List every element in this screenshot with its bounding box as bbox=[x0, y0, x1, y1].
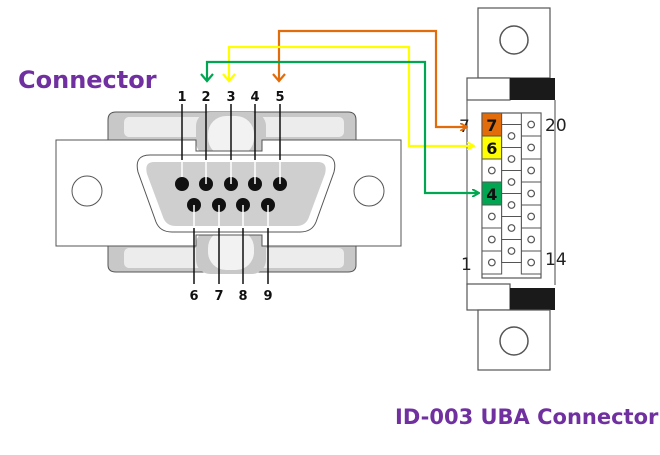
db9-mount-hole-right bbox=[353, 175, 385, 207]
db9-mount-hole-left bbox=[71, 175, 103, 207]
db9-face bbox=[146, 162, 326, 226]
uba-pin-hole bbox=[507, 155, 516, 163]
db9-pin-label-9: 9 bbox=[263, 289, 272, 304]
db9-pin-label-5: 5 bbox=[275, 90, 284, 105]
uba-cell-left-6 bbox=[481, 250, 503, 275]
db9-pin-label-1: 1 bbox=[177, 90, 186, 105]
uba-pin-hole bbox=[487, 212, 496, 221]
uba-cell-mid-5 bbox=[501, 239, 522, 263]
uba-latch-top-black bbox=[510, 78, 555, 100]
db9-pin-label-4: 4 bbox=[250, 90, 259, 105]
db9-pin-1 bbox=[175, 177, 189, 191]
wire-pin2-to-pin4 bbox=[205, 60, 478, 193]
wire-pin3-to-pin6 bbox=[227, 45, 473, 146]
uba-tab-bottom-hole bbox=[499, 326, 529, 356]
uba-cell-mid-4 bbox=[501, 216, 522, 240]
uba-pin-hole bbox=[507, 201, 516, 209]
uba-latch-bottom-black bbox=[510, 288, 555, 310]
uba-pin-hole bbox=[507, 132, 516, 140]
uba-pin-hole bbox=[527, 212, 536, 221]
uba-pin-hole bbox=[527, 258, 536, 267]
uba-pin-label-4: 4 bbox=[486, 185, 497, 204]
uba-pin-hole bbox=[487, 258, 496, 267]
uba-label-bottom-right: 14 bbox=[545, 250, 567, 270]
wire-pin2-arrowhead bbox=[200, 73, 214, 83]
connector-title: Connector bbox=[18, 66, 157, 94]
uba-pin-hole bbox=[527, 120, 536, 129]
uba-cell-right-5 bbox=[520, 227, 542, 252]
uba-cell-mid-1 bbox=[501, 147, 522, 171]
uba-cell-right-4 bbox=[520, 204, 542, 229]
uba-cell-right-6 bbox=[520, 250, 542, 275]
uba-pin-label-7: 7 bbox=[486, 116, 497, 135]
uba-latch-bottom-white bbox=[466, 283, 511, 311]
uba-cell-right-1 bbox=[520, 135, 542, 160]
uba-label-top-right: 20 bbox=[545, 116, 567, 136]
uba-tab-top-hole bbox=[499, 25, 529, 55]
db9-pin-label-3: 3 bbox=[226, 90, 235, 105]
uba-pin-hole bbox=[507, 178, 516, 186]
uba-cell-mid-3 bbox=[501, 193, 522, 217]
uba-pin-hole bbox=[527, 143, 536, 152]
wire-pin3-arrowhead bbox=[222, 73, 236, 83]
uba-pin-label-6: 6 bbox=[486, 139, 497, 158]
db9-hood-bottom-inner bbox=[208, 230, 254, 270]
uba-connector-title: ID-003 UBA Connector bbox=[395, 405, 659, 429]
uba-cell-right-3 bbox=[520, 181, 542, 206]
uba-cell-mid-2 bbox=[501, 170, 522, 194]
db9-pin-label-6: 6 bbox=[189, 289, 198, 304]
uba-cell-left-4 bbox=[481, 204, 503, 229]
uba-connector: 764 7 20 1 14 bbox=[459, 7, 567, 371]
wire-pin5-arrowhead bbox=[272, 73, 286, 83]
wires bbox=[200, 29, 478, 193]
db9-pin-label-2: 2 bbox=[201, 90, 210, 105]
uba-pin-hole bbox=[487, 235, 496, 244]
uba-pin-hole bbox=[527, 189, 536, 198]
uba-cell-left-5 bbox=[481, 227, 503, 252]
db9-pin-label-7: 7 bbox=[214, 289, 223, 304]
uba-pin-hole bbox=[507, 247, 516, 255]
uba-pin-hole bbox=[507, 224, 516, 232]
db9-pin-label-8: 8 bbox=[238, 289, 247, 304]
uba-cell-right-0 bbox=[520, 112, 542, 137]
uba-pin-hole bbox=[527, 166, 536, 175]
uba-cell-right-2 bbox=[520, 158, 542, 183]
uba-cell-left-2 bbox=[481, 158, 503, 183]
uba-pin-hole bbox=[487, 166, 496, 175]
uba-label-bottom-left: 1 bbox=[461, 255, 472, 275]
uba-latch-top-white bbox=[466, 77, 511, 101]
uba-pin-hole bbox=[527, 235, 536, 244]
uba-cell-mid-0 bbox=[501, 124, 522, 148]
